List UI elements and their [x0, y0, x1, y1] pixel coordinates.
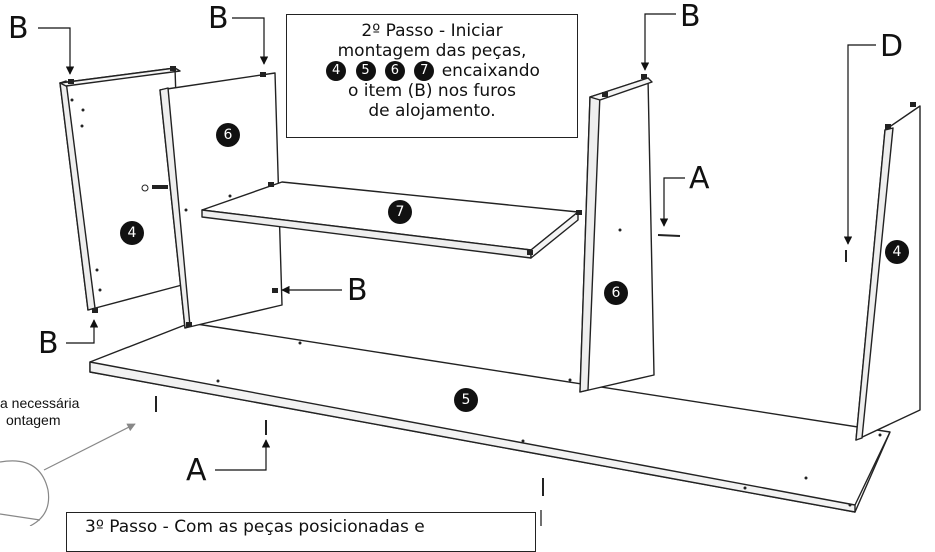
label-b-top-right: B	[680, 0, 701, 34]
leader-lines	[38, 13, 876, 526]
right-side-panel-6	[579, 77, 655, 393]
tool-pointer	[0, 423, 136, 526]
tool-note: a necessária ontagem	[0, 395, 160, 429]
label-b-top-center: B	[208, 1, 229, 36]
step2-line1: 2º Passo - Iniciar	[361, 21, 503, 41]
tool-note-line1: a necessária	[0, 395, 80, 411]
step2-num-4: 4	[326, 61, 347, 81]
tool-note-line2: ontagem	[6, 412, 61, 428]
marker-part-5-bottom: 5	[454, 388, 478, 412]
marker-part-4-right: 4	[885, 240, 909, 264]
marker-part-4-left: 4	[120, 221, 144, 245]
label-d: D	[880, 29, 904, 64]
far-right-panel-4	[855, 105, 921, 441]
step2-line5: de alojamento.	[368, 101, 496, 121]
step3-text: 3º Passo - Com as peças posicionadas e	[85, 517, 425, 537]
marker-part-6-back: 6	[216, 123, 240, 147]
diagram-drawing	[0, 13, 921, 526]
step2-instruction-box: 2º Passo - Iniciar montagem das peças, 4…	[286, 14, 578, 138]
bottom-panel-5	[89, 322, 891, 513]
label-b-middle: B	[347, 273, 368, 308]
step2-line2: montagem das peças,	[337, 41, 527, 61]
back-panel-6	[159, 72, 283, 329]
step2-num-7: 7	[414, 61, 435, 81]
marker-part-7-shelf: 7	[388, 200, 412, 224]
step2-line3-tail: encaixando	[441, 61, 540, 81]
label-a-right: A	[689, 161, 710, 196]
left-side-panel-4	[59, 67, 183, 311]
marker-part-6-right: 6	[604, 281, 628, 305]
step2-num-5: 5	[355, 61, 376, 81]
label-a-bottom: A	[186, 453, 207, 488]
label-b-bottom-left: B	[38, 326, 59, 361]
label-b-top-left: B	[8, 11, 29, 46]
step2-num-6: 6	[384, 61, 405, 81]
dowels	[68, 66, 916, 327]
step3-instruction-box: 3º Passo - Com as peças posicionadas e	[66, 512, 536, 552]
step2-line3: 4 5 6 7 encaixando	[287, 61, 577, 81]
screws	[155, 234, 847, 496]
step2-line4: o item (B) nos furos	[347, 81, 517, 101]
